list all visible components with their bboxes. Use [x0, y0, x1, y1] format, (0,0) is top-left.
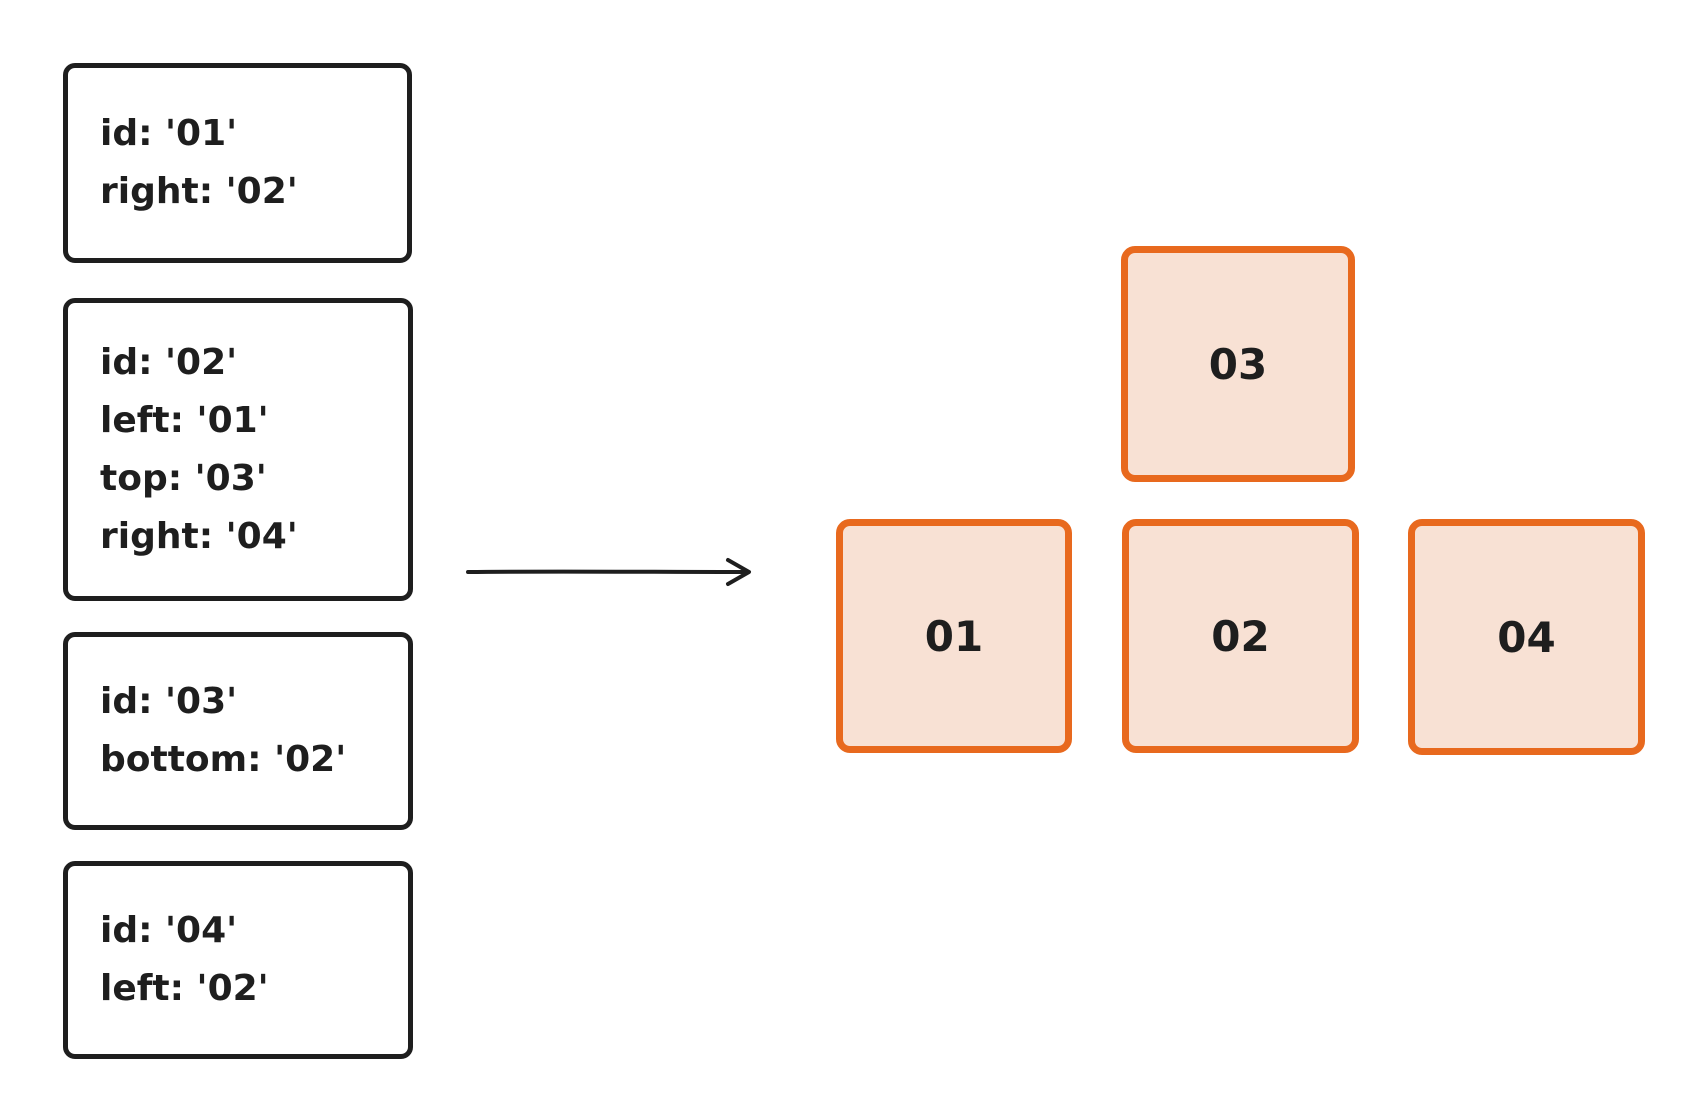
- node-card-01: id: '01' right: '02': [63, 63, 412, 263]
- card-line-left: left: '01': [100, 399, 269, 441]
- card-line-id: id: '02': [100, 341, 238, 383]
- card-line-id: id: '04': [100, 910, 238, 951]
- tile-label: 03: [1208, 339, 1268, 389]
- tile-label: 04: [1497, 612, 1556, 662]
- card-line-id: id: '01': [100, 113, 238, 154]
- right-arrow-icon: [466, 558, 751, 586]
- tile-02: 02: [1122, 519, 1359, 753]
- card-line-bottom: bottom: '02': [100, 739, 347, 780]
- node-card-03: id: '03' bottom: '02': [63, 632, 413, 830]
- node-card-02: id: '02' left: '01' top: '03' right: '04…: [63, 298, 413, 601]
- tile-04: 04: [1408, 519, 1645, 755]
- tile-03: 03: [1121, 246, 1355, 482]
- card-line-right: right: '02': [100, 171, 298, 212]
- tile-01: 01: [836, 519, 1072, 753]
- card-line-id: id: '03': [100, 681, 238, 722]
- tile-label: 02: [1211, 611, 1270, 661]
- card-line-left: left: '02': [100, 968, 269, 1009]
- node-card-04: id: '04' left: '02': [63, 861, 413, 1059]
- card-line-top: top: '03': [100, 457, 267, 499]
- tile-label: 01: [924, 611, 984, 661]
- card-line-right: right: '04': [100, 515, 298, 557]
